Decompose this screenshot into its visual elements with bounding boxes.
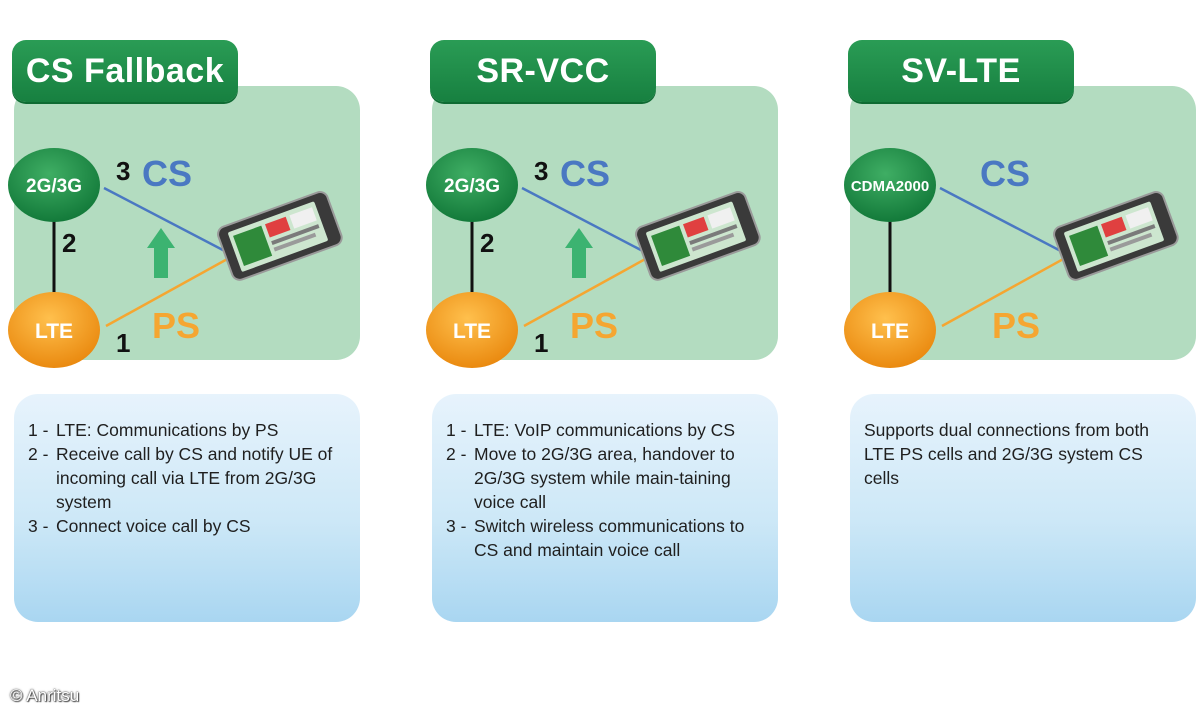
up-arrow-icon — [565, 228, 593, 278]
ps-connection-line — [941, 250, 1077, 328]
network-diagram: CDMA2000 LTE CS PS — [844, 148, 1179, 368]
node-bottom-label: LTE — [871, 320, 909, 343]
panel-title: CS Fallback — [12, 40, 238, 102]
node-cdma2000 — [844, 148, 936, 222]
cs-connection-line — [521, 186, 661, 262]
ps-label: PS — [992, 305, 1040, 346]
cs-label: CS — [980, 153, 1030, 194]
copyright-text: © Anritsu — [10, 686, 80, 705]
step-num: 2 - — [28, 444, 49, 464]
step-num: 1 - — [28, 420, 49, 440]
node-top-label: CDMA2000 — [851, 178, 929, 195]
ps-label: PS — [152, 305, 200, 346]
node-bottom-label: LTE — [453, 320, 491, 343]
step-number-ps: 1 — [534, 328, 548, 358]
cs-connection-line — [103, 186, 243, 262]
step-num: 2 - — [446, 444, 467, 464]
step-item: 3 - Switch wireless communications to CS … — [446, 514, 764, 562]
step-item: 1 - LTE: VoIP communications by CS — [446, 418, 764, 442]
smartphone-icon — [1053, 191, 1179, 281]
steps-list: 1 - LTE: VoIP communications by CS 2 - Mov… — [446, 418, 764, 562]
node-lte — [426, 292, 518, 368]
step-num: 1 - — [446, 420, 467, 440]
ps-connection-line — [523, 250, 659, 328]
description-box: 1 - LTE: VoIP communications by CS 2 - Mov… — [432, 394, 778, 622]
node-2g3g — [8, 148, 100, 222]
step-text: LTE: Communications by PS — [56, 420, 279, 440]
step-text: Switch wireless communications to CS and… — [474, 516, 745, 560]
panel-title: SV-LTE — [848, 40, 1074, 102]
description-box: Supports dual connections from both LTE … — [850, 394, 1196, 622]
node-top-label: 2G/3G — [444, 176, 500, 197]
smartphone-icon — [217, 191, 343, 281]
description-box: 1 - LTE: Communications by PS 2 - Receive … — [14, 394, 360, 622]
step-text: Move to 2G/3G area, handover to 2G/3G sy… — [474, 444, 735, 512]
ps-connection-line — [105, 250, 241, 328]
network-diagram: 2G/3G LTE 3 CS 2 1 PS — [8, 148, 343, 368]
cs-connection-line — [939, 186, 1079, 262]
panel-sr-vcc: 2G/3G LTE 3 CS 2 1 PS SR-VCC 1 - LTE: VoI… — [426, 38, 778, 628]
node-top-label: 2G/3G — [26, 176, 82, 197]
step-number-cs: 3 — [534, 156, 548, 186]
node-2g3g — [426, 148, 518, 222]
step-number-cs: 3 — [116, 156, 130, 186]
cs-label: CS — [560, 153, 610, 194]
up-arrow-icon — [147, 228, 175, 278]
step-number-ps: 1 — [116, 328, 130, 358]
step-item: 1 - LTE: Communications by PS — [28, 418, 346, 442]
node-lte — [8, 292, 100, 368]
step-number-link: 2 — [480, 228, 494, 258]
step-text: Receive call by CS and notify UE of inco… — [56, 444, 333, 512]
panel-title: SR-VCC — [430, 40, 656, 102]
step-number-link: 2 — [62, 228, 76, 258]
cs-label: CS — [142, 153, 192, 194]
smartphone-icon — [635, 191, 761, 281]
steps-list: 1 - LTE: Communications by PS 2 - Receive … — [28, 418, 346, 538]
step-text: LTE: VoIP communications by CS — [474, 420, 735, 440]
panel-cs-fallback: 2G/3G LTE 3 CS 2 1 PS CS Fallback 1 - LTE… — [8, 38, 360, 628]
description-text: Supports dual connections from both LTE … — [864, 420, 1150, 488]
node-lte — [844, 292, 936, 368]
step-num: 3 - — [446, 516, 467, 536]
step-item: 2 - Move to 2G/3G area, handover to 2G/3G… — [446, 442, 764, 514]
step-item: 2 - Receive call by CS and notify UE of i… — [28, 442, 346, 514]
network-diagram: 2G/3G LTE 3 CS 2 1 PS — [426, 148, 761, 368]
panel-sv-lte: CDMA2000 LTE CS PS SV-LTE Supports dual … — [844, 38, 1196, 628]
step-num: 3 - — [28, 516, 49, 536]
ps-label: PS — [570, 305, 618, 346]
step-item: 3 - Connect voice call by CS — [28, 514, 346, 538]
node-bottom-label: LTE — [35, 320, 73, 343]
step-text: Connect voice call by CS — [56, 516, 251, 536]
